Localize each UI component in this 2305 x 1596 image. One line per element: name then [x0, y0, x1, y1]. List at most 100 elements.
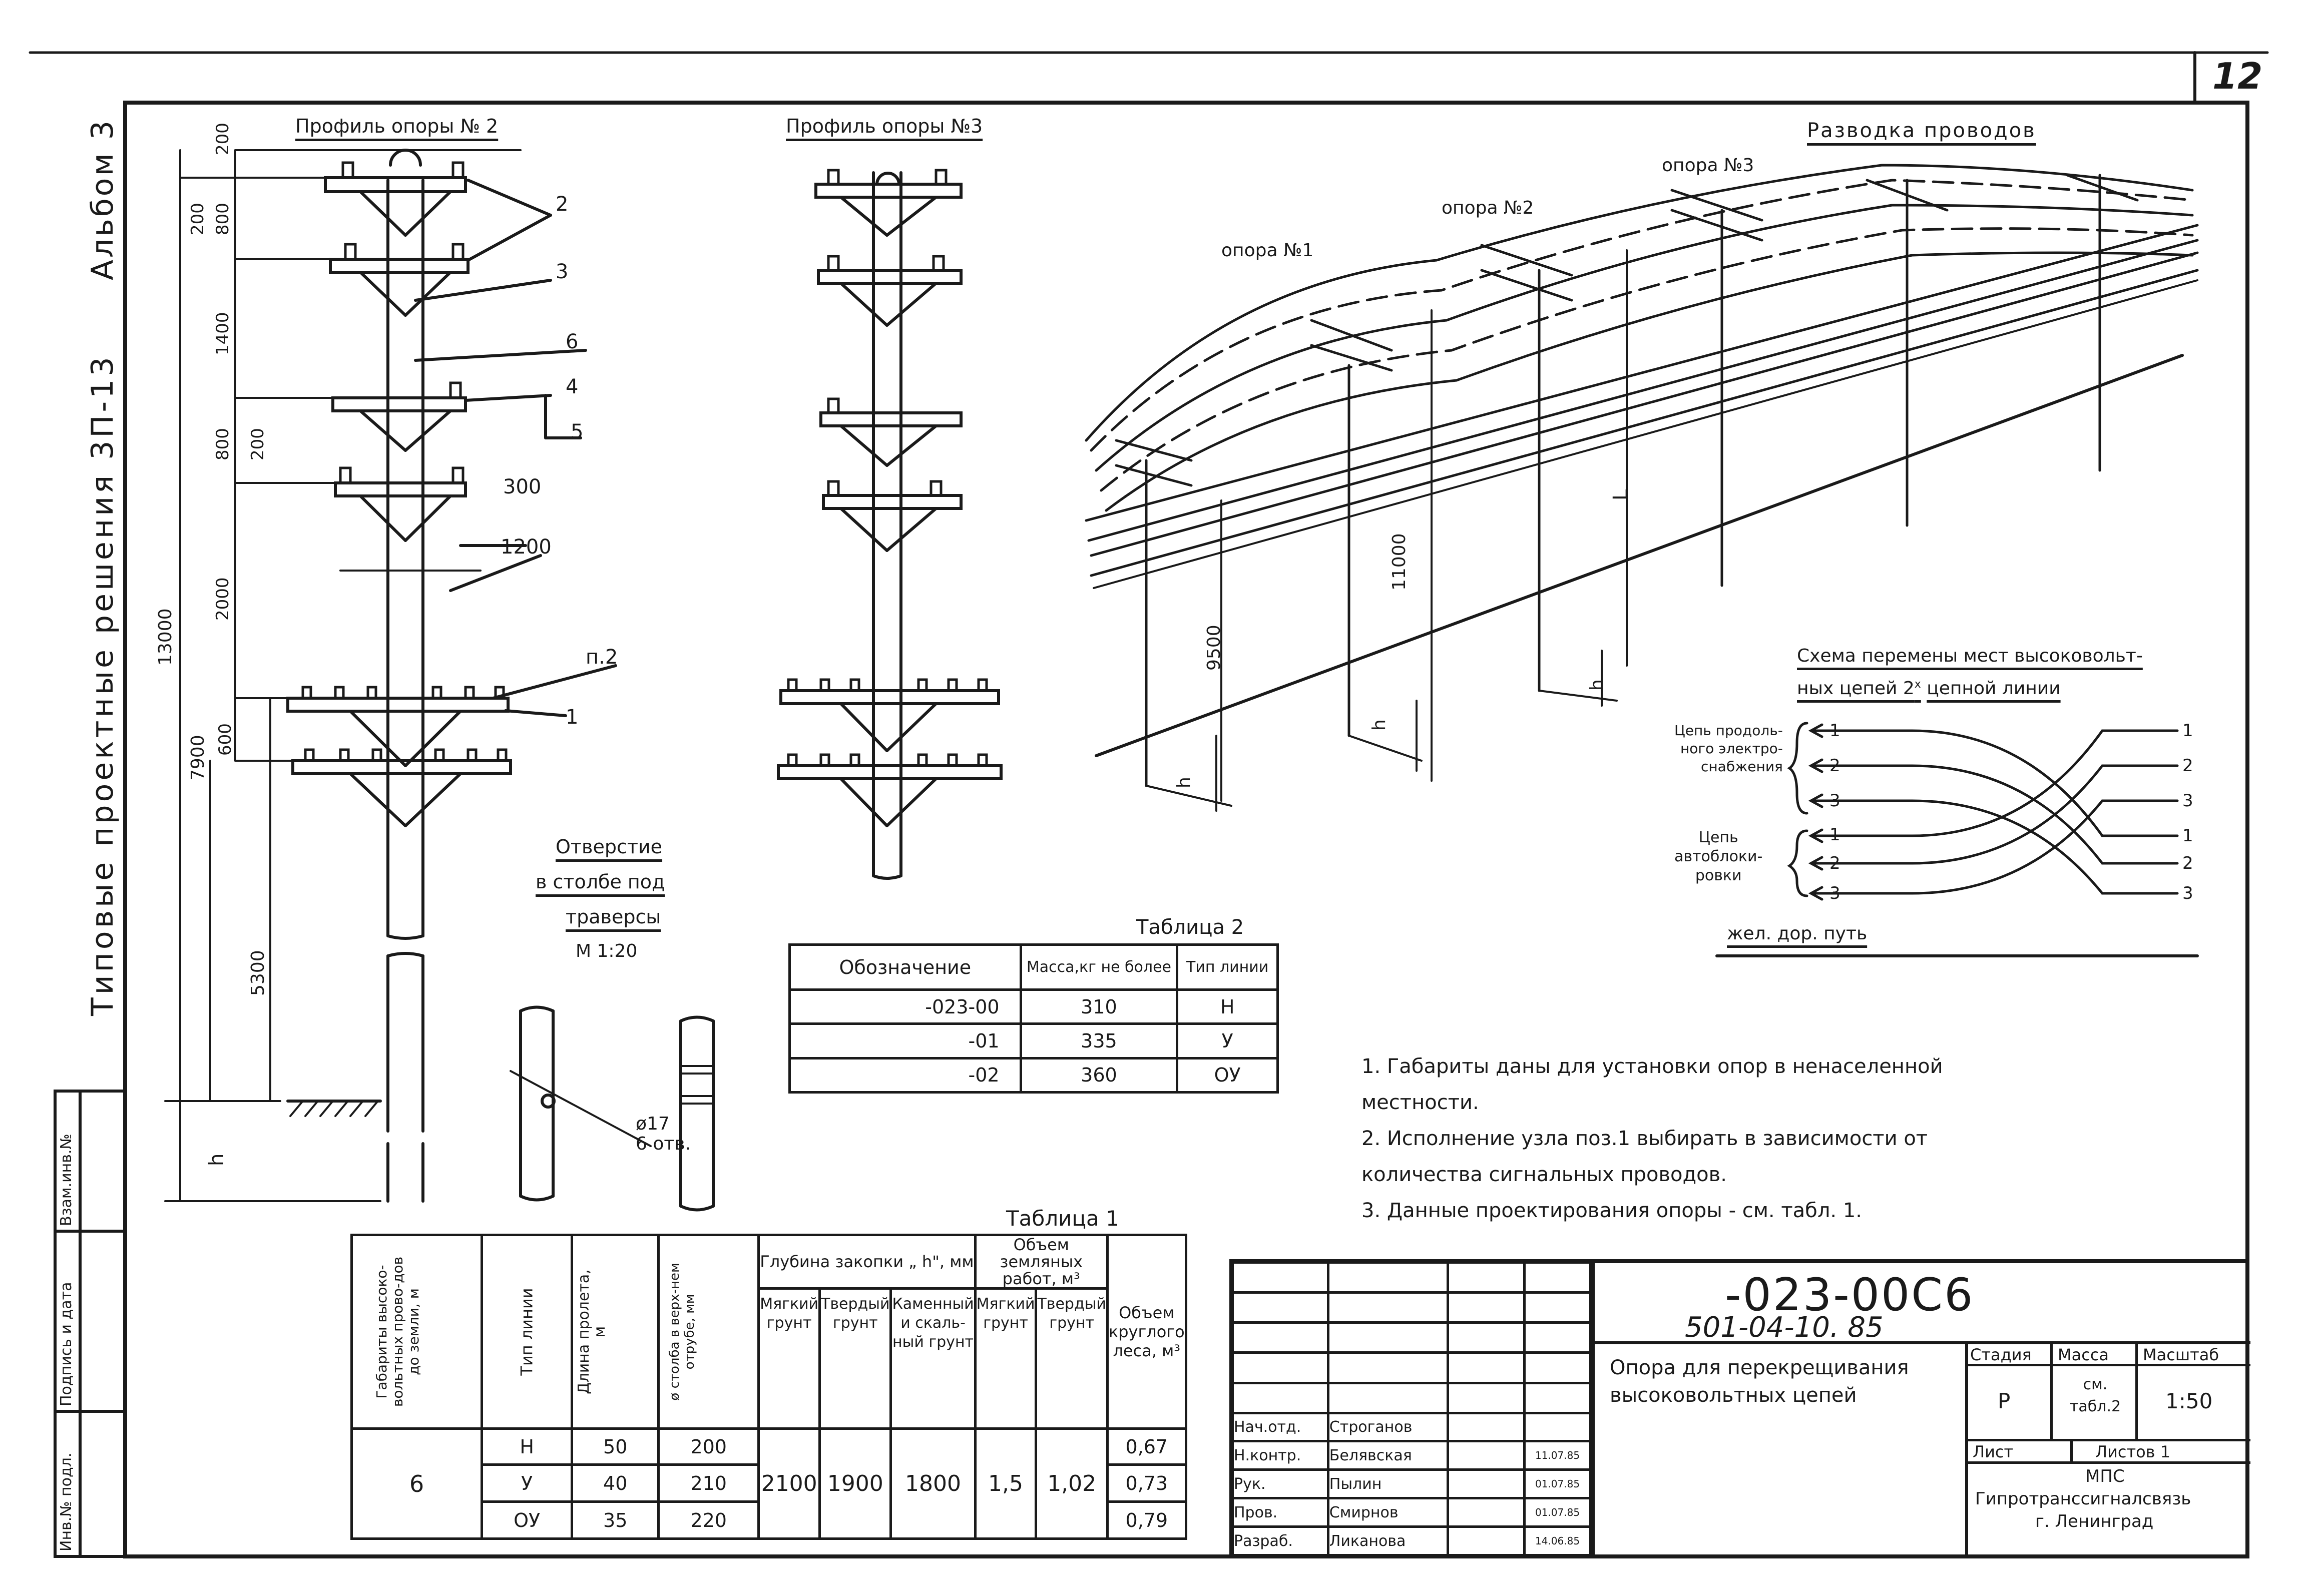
callout-4: 4 [566, 375, 579, 398]
table2: Обозначение Масса,кг не более Тип линии … [788, 943, 1279, 1094]
stamp-replace: Взам.инв.№ [58, 1134, 75, 1226]
sheet-header: Лист [1973, 1442, 2014, 1461]
callout-5: 5 [571, 420, 584, 443]
dim-13000: 13000 [155, 608, 176, 666]
table-row: -01 335 У [788, 1022, 1279, 1059]
mass-value: см. табл.2 [2069, 1376, 2121, 1415]
stamp-sign: Подпись и дата [58, 1282, 75, 1407]
wiring-perspective [1085, 164, 2199, 812]
right-num-3: 3 [2182, 791, 2193, 811]
left-num-3: 3 [1829, 791, 1840, 811]
table1-wood-header: Объем круглого леса, м³ [1106, 1234, 1187, 1430]
table2-header-mass: Масса,кг не более [1019, 943, 1179, 991]
album-label: Альбом 3 [85, 119, 120, 280]
right-num-5: 2 [2182, 853, 2193, 873]
doc-number: 501-04-10. 85 [1685, 1311, 1884, 1344]
pole2-profile [164, 149, 617, 1203]
scale-header: Масштаб [2143, 1345, 2219, 1364]
doc-name-1: Опора для перекрещивания [1610, 1356, 1909, 1379]
dim-7900: 7900 [188, 735, 208, 781]
mass-header: Масса [2058, 1345, 2109, 1364]
left-num-1: 1 [1829, 721, 1840, 741]
table2-header-type: Тип линии [1176, 943, 1279, 991]
table-row: -02 360 ОУ [788, 1056, 1279, 1094]
callout-3: 3 [556, 260, 569, 283]
sheet-number: 12 [2212, 55, 2263, 97]
dim-2000: 2000 [213, 577, 233, 621]
hole-title-3: траверсы [566, 906, 661, 928]
scheme-title-1: Схема перемены мест высоковольт- [1797, 646, 2143, 666]
table-row: ОУ 35 220 0,79 [352, 1500, 1187, 1540]
callout-2: 2 [556, 193, 569, 216]
dim-200c: 200 [248, 428, 268, 460]
pole3-profile [777, 169, 1003, 880]
sheets-header: Листов 1 [2095, 1442, 2171, 1461]
table2-header-designation: Обозначение [788, 943, 1022, 991]
pole1-label: опора №1 [1221, 240, 1314, 261]
dim-h1: h [1174, 777, 1194, 788]
table1-volume-group: Объем земляных работ, м³ [974, 1234, 1109, 1290]
scheme-title-2: ных цепей 2х цепной линии [1797, 678, 2061, 699]
stamp-inv: Инв.№ подл. [58, 1452, 75, 1551]
dim-600: 600 [215, 723, 235, 756]
pole3-label: опора №3 [1662, 155, 1754, 176]
table1-depth-group: Глубина закопки „ h", мм [757, 1234, 977, 1290]
wiring-title: Разводка проводов [1807, 119, 2036, 142]
group1-label: Цепь продоль-ного электро-снабжения [1674, 722, 1783, 775]
hole-count: 6 отв. [636, 1134, 691, 1154]
right-num-6: 3 [2182, 883, 2193, 903]
callout-1: 1 [566, 706, 579, 729]
dim-800a: 800 [213, 203, 233, 235]
right-num-4: 1 [2182, 826, 2193, 846]
notes: 1. Габариты даны для установки опор в не… [1361, 1055, 1943, 1222]
hole-diameter: ø17 [636, 1114, 670, 1134]
stage-value: Р [1998, 1389, 2011, 1413]
dim-5300: 5300 [248, 950, 268, 996]
dim-200a: 200 [213, 123, 233, 155]
stage-header: Стадия [1970, 1345, 2032, 1364]
left-num-2: 2 [1829, 756, 1840, 776]
doc-code: -023-00С6 [1725, 1269, 1975, 1321]
right-num-2: 2 [2182, 756, 2193, 776]
left-num-5: 2 [1829, 853, 1840, 873]
table1-caption: Таблица 1 [1006, 1206, 1119, 1231]
table1: Габариты высоко-вольтных прово-дов до зе… [350, 1234, 1187, 1540]
hole-scale: М 1:20 [576, 941, 638, 961]
org-1: МПС [2085, 1466, 2125, 1486]
org-3: г. Ленинград [2035, 1511, 2154, 1531]
org-2: Гипротранссигналсвязь [1975, 1489, 2191, 1509]
profile2-title: Профиль опоры № 2 [295, 115, 499, 137]
right-num-1: 1 [2182, 721, 2193, 741]
table-row: У 40 210 0,73 [352, 1463, 1187, 1503]
dim-9500: 9500 [1204, 625, 1224, 671]
left-num-4: 1 [1829, 825, 1840, 845]
scale-value: 1:50 [2165, 1389, 2213, 1413]
left-num-6: 3 [1829, 883, 1840, 903]
title-block-right: -023-00С6 501-04-10. 85 Опора для перекр… [1592, 1261, 2250, 1556]
dim-200b: 200 [188, 203, 208, 235]
rail-label: жел. дор. путь [1727, 923, 1868, 944]
table-row: Нач.отд.Строганов [1231, 1411, 1592, 1443]
hole-title-1: Отверстие [556, 836, 663, 858]
table-row: 6 Н 50 200 2100 1900 1800 1,5 1,02 0,67 [350, 1427, 1187, 1540]
doc-name-2: высоковольтных цепей [1610, 1384, 1857, 1407]
callout-300: 300 [503, 475, 542, 498]
dim-h: h [205, 1153, 228, 1166]
dim-1400: 1400 [213, 312, 233, 355]
dim-L: L [1609, 489, 1632, 500]
callout-1200: 1200 [501, 536, 552, 559]
dim-h3: h [1587, 679, 1607, 691]
callout-6: 6 [566, 330, 579, 353]
dim-h2: h [1369, 719, 1390, 731]
hole-detail [510, 1005, 715, 1212]
pole2-label: опора №2 [1442, 198, 1534, 218]
series-label: Типовые проектные решения 3П-13 [85, 354, 120, 1016]
hole-title-2: в столбе под [536, 871, 665, 893]
dim-800b: 800 [213, 428, 233, 460]
swap-scheme [1715, 722, 2199, 957]
callout-p2: п.2 [586, 646, 618, 669]
